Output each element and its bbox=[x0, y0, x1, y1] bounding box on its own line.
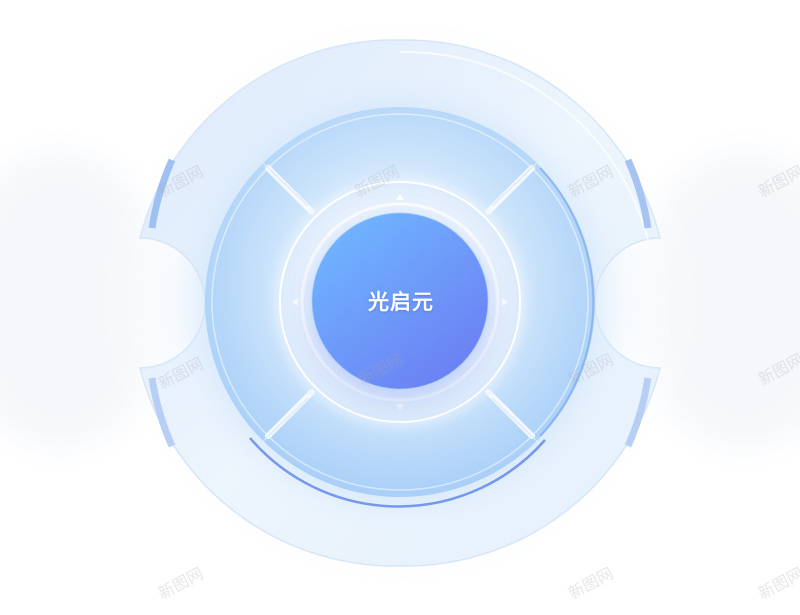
mid-disk-bottom-edge bbox=[249, 437, 546, 508]
center-disk bbox=[312, 213, 488, 389]
right-top-accent bbox=[624, 158, 652, 229]
left-bottom-accent bbox=[148, 377, 176, 448]
right-bottom-accent bbox=[624, 377, 652, 448]
left-top-accent bbox=[148, 158, 176, 229]
hub-title: 光启元 bbox=[368, 290, 434, 314]
ring-ticks bbox=[292, 194, 508, 410]
